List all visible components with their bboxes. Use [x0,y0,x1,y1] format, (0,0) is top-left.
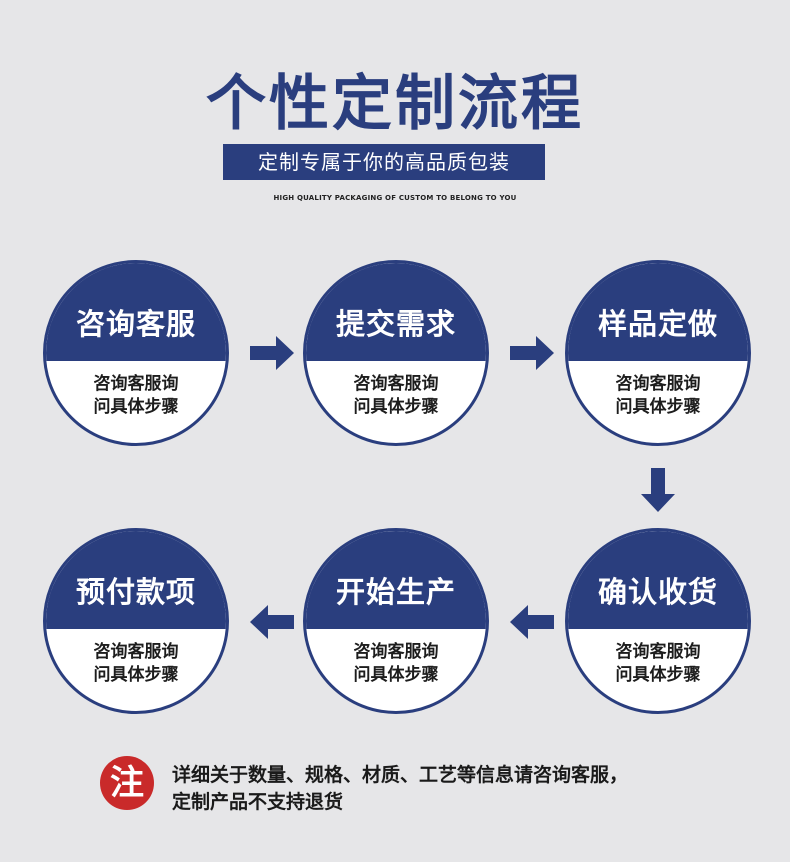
step-description: 咨询客服询 问具体步骤 [568,641,748,687]
step-sample-making: 样品定做 咨询客服询 问具体步骤 [565,260,751,446]
step-title: 预付款项 [75,575,196,609]
step-desc-line: 咨询客服询 [93,374,179,394]
note-line: 详细关于数量、规格、材质、工艺等信息请咨询客服， [172,764,629,786]
arrow-down-icon [641,468,675,512]
step-desc-line: 问具体步骤 [615,397,701,417]
step-desc-line: 问具体步骤 [93,665,179,685]
arrow-right-icon [510,336,554,370]
step-title: 样品定做 [597,307,718,341]
step-title: 提交需求 [335,307,456,341]
step-desc-line: 问具体步骤 [93,397,179,417]
step-description: 咨询客服询 问具体步骤 [306,373,486,419]
step-desc-line: 咨询客服询 [615,642,701,662]
arrow-left-icon [250,605,294,639]
step-header-band [568,531,748,629]
step-header-band [46,531,226,629]
arrow-left-icon [510,605,554,639]
arrow-right-icon [250,336,294,370]
step-header-band [306,263,486,361]
step-description: 咨询客服询 问具体步骤 [306,641,486,687]
step-desc-line: 咨询客服询 [615,374,701,394]
step-consult: 咨询客服 咨询客服询 问具体步骤 [43,260,229,446]
step-desc-line: 咨询客服询 [353,642,439,662]
step-header-band [306,531,486,629]
step-desc-line: 咨询客服询 [353,374,439,394]
step-desc-line: 问具体步骤 [353,665,439,685]
subtitle-banner: 定制专属于你的高品质包装 [223,144,545,180]
step-desc-line: 问具体步骤 [615,665,701,685]
step-description: 咨询客服询 问具体步骤 [46,373,226,419]
note-line: 定制产品不支持退货 [172,791,344,813]
step-description: 咨询客服询 问具体步骤 [568,373,748,419]
english-subtitle: HIGH QUALITY PACKAGING OF CUSTOM TO BELO… [273,194,517,202]
note-icon: 注 [100,756,154,810]
step-desc-line: 咨询客服询 [93,642,179,662]
note-text: 详细关于数量、规格、材质、工艺等信息请咨询客服， 定制产品不支持退货 [172,762,732,816]
step-desc-line: 问具体步骤 [353,397,439,417]
step-description: 咨询客服询 问具体步骤 [46,641,226,687]
step-title: 咨询客服 [75,307,196,341]
step-header-band [568,263,748,361]
subtitle-text: 定制专属于你的高品质包装 [258,150,510,174]
page-title: 个性定制流程 [206,69,584,139]
step-submit-requirements: 提交需求 咨询客服询 问具体步骤 [303,260,489,446]
step-prepayment: 预付款项 咨询客服询 问具体步骤 [43,528,229,714]
step-header-band [46,263,226,361]
step-confirm-receipt: 确认收货 咨询客服询 问具体步骤 [565,528,751,714]
step-title: 确认收货 [597,575,718,609]
step-title: 开始生产 [335,575,456,609]
step-start-production: 开始生产 咨询客服询 问具体步骤 [303,528,489,714]
